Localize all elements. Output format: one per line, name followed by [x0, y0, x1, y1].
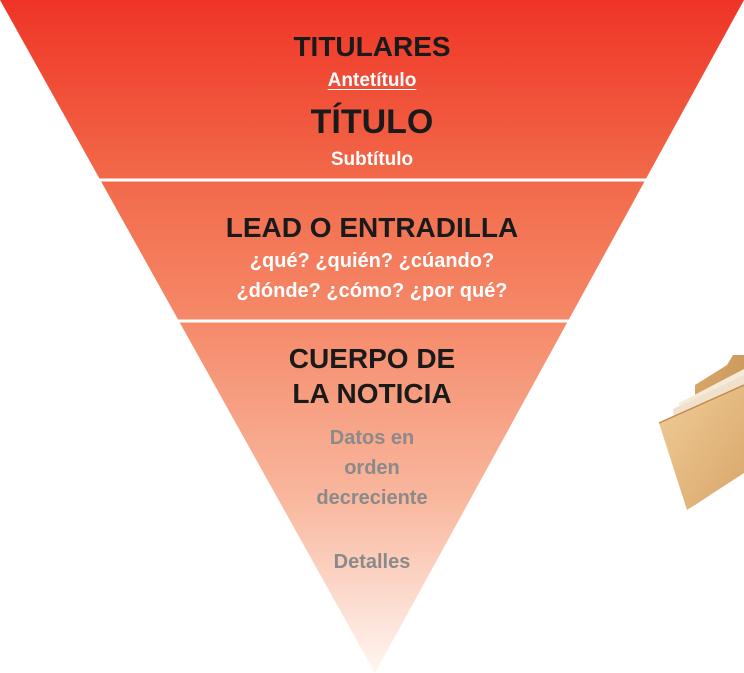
titulo-label: TÍTULO	[310, 103, 434, 141]
antetitulo-label: Antetítulo	[327, 70, 417, 91]
subtitulo-label: Subtítulo	[330, 149, 414, 170]
folder-icon	[658, 355, 744, 510]
titulares-heading: TITULARES	[293, 31, 451, 62]
datos-line3: decreciente	[316, 487, 428, 509]
cuerpo-heading-line1: CUERPO DE	[288, 343, 456, 374]
datos-line2: orden	[344, 457, 400, 479]
lead-questions-line1: ¿qué? ¿quién? ¿cúando?	[249, 250, 495, 272]
lead-heading: LEAD O ENTRADILLA	[225, 212, 519, 243]
datos-line1: Datos en	[329, 427, 415, 449]
detalles-label: Detalles	[333, 551, 411, 573]
cuerpo-heading-line2: LA NOTICIA	[292, 378, 452, 409]
lead-questions-line2: ¿dónde? ¿cómo? ¿por qué?	[236, 280, 508, 302]
